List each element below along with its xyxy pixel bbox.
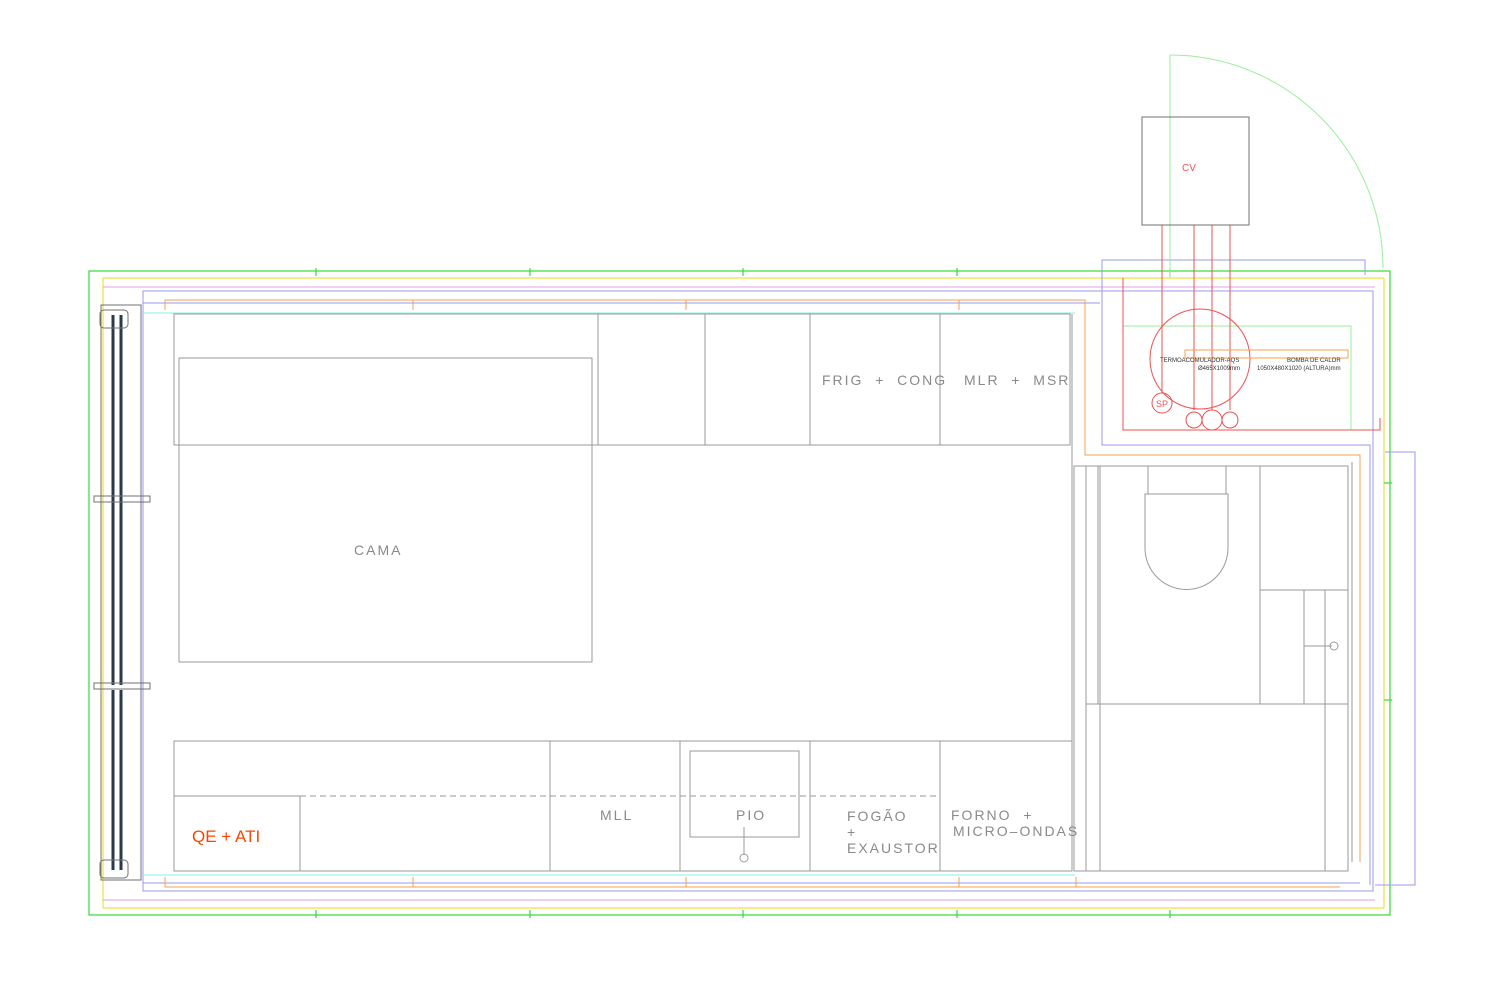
- bathroom: [1073, 462, 1353, 872]
- window-wall: [93, 304, 151, 881]
- cama-label: CAMA: [354, 542, 402, 558]
- fogao-label-2: +: [847, 824, 857, 840]
- bed: [178, 357, 593, 663]
- frig-cong-label: FRIG + CONG: [822, 372, 947, 388]
- sp-label: SP: [1156, 399, 1168, 409]
- mll-label: MLL: [600, 807, 633, 823]
- qe-ati-label: QE + ATI: [192, 827, 260, 846]
- termoacumulador-label: TERMOACOMULADOR-AQS: [1160, 358, 1239, 364]
- lower-cabinets: [173, 314, 1073, 872]
- fogao-label-1: FOGÃO: [847, 808, 908, 824]
- upper-cabinets: [173, 313, 1071, 446]
- technical-room: [1122, 54, 1384, 431]
- bomba-calor-label: BOMBA DE CALOR: [1287, 358, 1341, 364]
- forno-label-2: MICRO–ONDAS: [953, 823, 1079, 839]
- mlr-msr-label: MLR + MSR: [964, 372, 1070, 388]
- bomba-calor-dims: 1050X480X1020 (ALTURA)mm: [1257, 366, 1341, 372]
- pio-label: PIO: [736, 807, 766, 823]
- fogao-label-3: EXAUSTOR: [847, 840, 940, 856]
- termoacumulador-dims: Ø465X1009mm: [1198, 366, 1240, 372]
- forno-label-1: FORNO +: [951, 807, 1034, 823]
- cv-label: CV: [1182, 163, 1196, 174]
